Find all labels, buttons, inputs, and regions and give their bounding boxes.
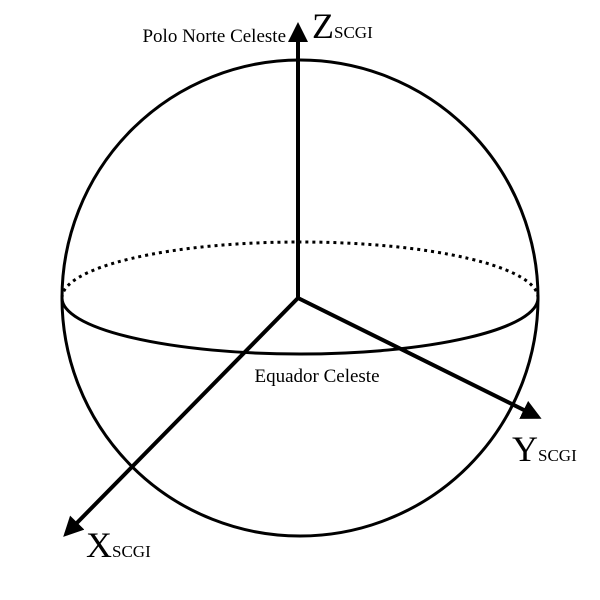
x-axis-subscript: SCGI bbox=[112, 542, 151, 561]
x-axis-letter: X bbox=[86, 525, 112, 565]
z-axis-subscript: SCGI bbox=[334, 23, 373, 42]
x-axis bbox=[63, 296, 300, 537]
north-pole-label: Polo Norte Celeste bbox=[142, 26, 286, 47]
equator-label: Equador Celeste bbox=[254, 366, 379, 387]
y-axis-label: YSCGI bbox=[512, 429, 577, 469]
y-axis-letter: Y bbox=[512, 429, 538, 469]
z-axis-label: ZSCGI bbox=[312, 6, 373, 46]
z-axis-letter: Z bbox=[312, 6, 334, 46]
y-axis-subscript: SCGI bbox=[538, 446, 577, 465]
y-axis bbox=[297, 296, 542, 419]
x-axis-label: XSCGI bbox=[86, 525, 151, 565]
equator-front-half bbox=[60, 297, 540, 356]
